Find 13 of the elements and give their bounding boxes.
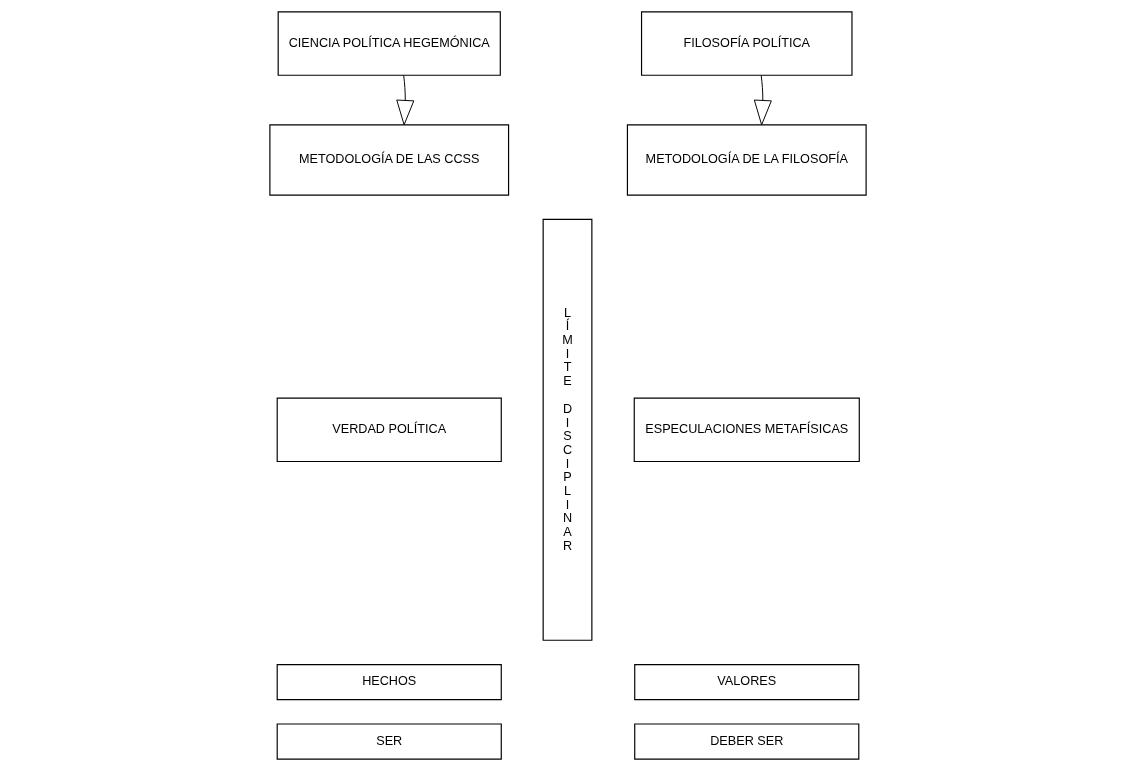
node-box: HECHOS <box>276 664 502 701</box>
arrow <box>753 75 772 126</box>
node-box: LÍMITE DISCIPLINAR <box>542 218 592 641</box>
node-box: VALORES <box>633 664 859 701</box>
node-box: DEBER SER <box>633 723 859 760</box>
node-box: CIENCIA POLÍTICA HEGEMÓNICA <box>277 11 501 76</box>
node-box: SER <box>276 723 502 760</box>
node-box: FILOSOFÍA POLÍTICA <box>640 11 853 76</box>
node-box: VERDAD POLÍTICA <box>276 397 502 463</box>
arrow <box>395 75 414 126</box>
node-box: ESPECULACIONES METAFÍSICAS <box>633 397 860 463</box>
node-box: METODOLOGÍA DE LA FILOSOFÍA <box>626 124 867 196</box>
node-box: METODOLOGÍA DE LAS CCSS <box>268 124 509 196</box>
